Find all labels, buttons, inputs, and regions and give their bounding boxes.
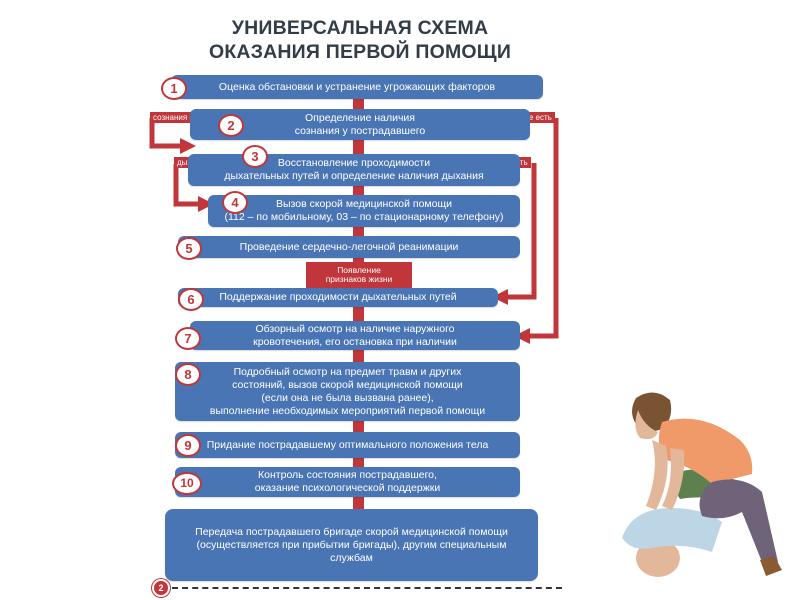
title-line-2: ОКАЗАНИЯ ПЕРВОЙ ПОМОЩИ — [208, 41, 512, 63]
branch-arrows — [149, 118, 559, 345]
rescuer-shirt — [658, 418, 753, 484]
final-step-box: Передача пострадавшего бригаде скорой ме… — [165, 509, 538, 581]
step-6-box: Поддержание проходимости дыхательных пут… — [178, 288, 498, 307]
step-9-box: Придание пострадавшему оптимального поло… — [175, 432, 520, 458]
step-10-number: 10 — [172, 472, 202, 495]
cpr-illustration — [622, 392, 782, 577]
title-line-1: УНИВЕРСАЛЬНАЯ СХЕМА — [231, 17, 489, 39]
step-6-number: 6 — [178, 288, 204, 311]
step-7-number: 7 — [175, 327, 201, 350]
step-7-box: Обзорный осмотр на наличие наружного кро… — [190, 321, 520, 350]
arrow-no-consciousness — [149, 118, 197, 155]
rescuer-face — [635, 410, 658, 440]
step-8-number: 8 — [175, 363, 201, 386]
step-3-box: Восстановление проходимости дыхательных … — [188, 154, 520, 186]
rescuer-pants — [699, 479, 778, 566]
arrow-has-breathing — [491, 163, 537, 306]
vitals-appearance-label: Появление признаков жизни — [306, 262, 412, 288]
diagram-title: УНИВЕРСАЛЬНАЯ СХЕМА ОКАЗАНИЯ ПЕРВОЙ ПОМО… — [140, 16, 580, 64]
label-no-consciousness: сознания нет — [150, 112, 205, 123]
step-1-number: 1 — [161, 77, 187, 100]
rescuer-arm-left — [646, 440, 668, 510]
victim-torso — [622, 508, 722, 552]
arrow-no-breathing — [173, 164, 215, 213]
dashed-divider — [172, 587, 562, 589]
rescuer-shoe — [760, 556, 782, 576]
step-2-box: Определение наличия сознания у пострадав… — [190, 109, 530, 140]
step-9-number: 9 — [175, 434, 201, 457]
page-number-badge: 2 — [152, 579, 170, 597]
rescuer-arm-right — [662, 448, 685, 510]
arrow-has-consciousness — [513, 118, 559, 345]
step-5-number: 5 — [176, 237, 202, 260]
step-8-box: Подробный осмотр на предмет травм и друг… — [175, 362, 520, 421]
step-4-box: Вызов скорой медицинской помощи (112 – п… — [208, 195, 520, 227]
step-4-number: 4 — [222, 191, 248, 214]
step-5-box: Проведение сердечно-легочной реанимации — [178, 236, 520, 258]
step-2-number: 2 — [218, 114, 244, 137]
step-3-number: 3 — [242, 145, 268, 168]
step-10-box: Контроль состояния пострадавшего, оказан… — [175, 467, 520, 497]
step-1-box: Оценка обстановки и устранение угрожающи… — [171, 75, 543, 99]
